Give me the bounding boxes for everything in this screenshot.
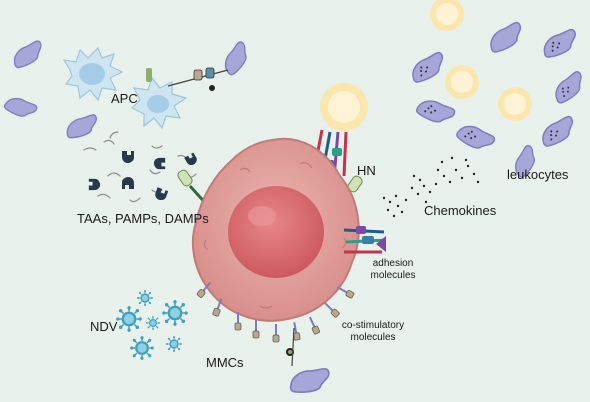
leukocyte-cell <box>549 69 590 107</box>
antigen <box>88 178 101 191</box>
adhesion-molecules-label: adhesion molecules <box>364 258 422 281</box>
costim-label-line2: molecules <box>350 331 396 343</box>
apc-receptor <box>146 67 229 91</box>
costim-label-line1: co-stimulatory <box>341 320 405 331</box>
adhesion-label-line2: molecules <box>370 269 416 281</box>
antigen <box>184 152 199 167</box>
ndv-virus <box>130 336 154 360</box>
adhesion-molecules-group <box>343 226 387 254</box>
antigen <box>153 187 169 202</box>
apc-group <box>62 46 229 130</box>
ndv-virus <box>146 316 160 330</box>
taas-label: TAAs, PAMPs, DAMPs <box>77 211 209 226</box>
ndv-virus <box>116 306 142 332</box>
leukocyte-cell <box>414 95 457 128</box>
granulocytes-group <box>430 0 532 121</box>
leukocyte-cell <box>2 94 39 122</box>
leukocyte-cell <box>484 19 528 57</box>
apc-label: APC <box>111 91 138 106</box>
hn-label: HN <box>357 163 376 178</box>
leukocyte-cell <box>219 39 254 78</box>
leukocyte-cell <box>453 120 497 155</box>
antigen <box>122 151 134 163</box>
danger-signals-group <box>83 131 197 203</box>
leukocyte-cell <box>8 38 48 72</box>
chemokines-label: Chemokines <box>424 203 497 218</box>
adhesion-label-line1: adhesion <box>372 258 414 269</box>
ndv-label: NDV <box>90 319 118 334</box>
tumor-cell <box>191 137 360 322</box>
leukocyte-cell <box>62 112 102 142</box>
ndv-virus <box>137 290 153 306</box>
ndv-virus <box>166 336 182 352</box>
ndv-virus <box>162 300 188 326</box>
leukocyte-cell <box>538 26 582 62</box>
ndv-viruses-group <box>116 290 188 360</box>
antigen <box>122 177 134 189</box>
costimulatory-molecules-group <box>195 279 356 367</box>
costimulatory-molecules-label: co-stimulatory molecules <box>334 320 412 343</box>
leukocytes-label: leukocytes <box>507 167 569 182</box>
leukocyte-cell <box>287 366 333 396</box>
chemokines-group <box>382 156 480 218</box>
mmcs-label: MMCs <box>206 355 244 370</box>
leukocyte-cell <box>406 49 450 87</box>
antigen <box>153 157 166 170</box>
leukocyte-cell <box>536 113 580 151</box>
